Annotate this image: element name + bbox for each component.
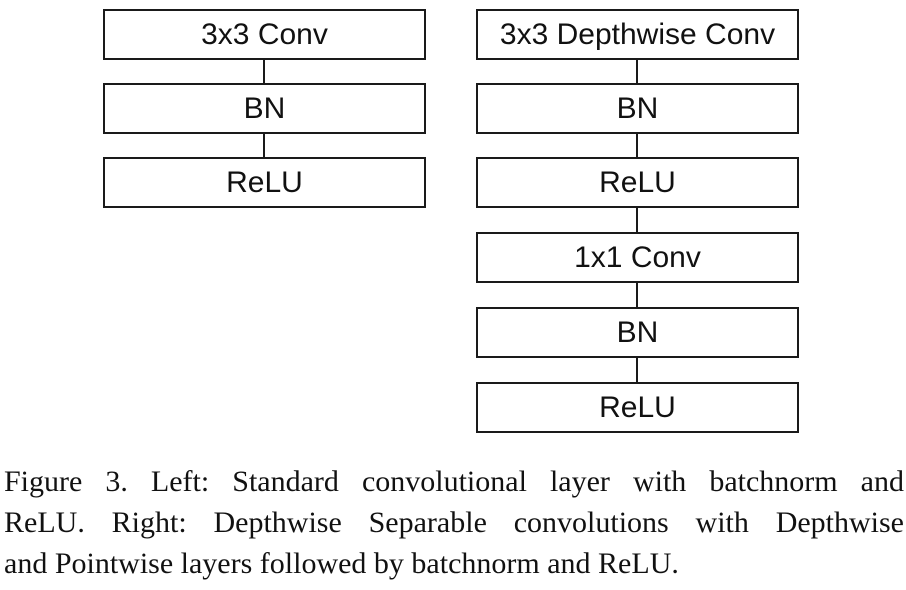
right-connector-5 xyxy=(636,357,638,383)
right-connector-1 xyxy=(636,59,638,84)
left-connector-2 xyxy=(263,133,265,158)
right-connector-2 xyxy=(636,133,638,158)
caption-line-3: and Pointwise layers followed by batchno… xyxy=(4,547,679,580)
right-pointwise-conv-block: 1x1 Conv xyxy=(476,232,799,283)
caption-line-2: ReLU. Right: Depthwise Separable convolu… xyxy=(4,506,904,539)
right-relu-block-1: ReLU xyxy=(476,157,799,208)
right-connector-3 xyxy=(636,207,638,233)
right-depthwise-conv-block: 3x3 Depthwise Conv xyxy=(476,9,799,60)
left-conv-block: 3x3 Conv xyxy=(103,9,426,60)
right-bn-block-1: BN xyxy=(476,83,799,134)
left-connector-1 xyxy=(263,59,265,84)
caption-line-1: Figure 3. Left: Standard convolutional l… xyxy=(4,465,904,498)
figure-caption: Figure 3. Left: Standard convolutional l… xyxy=(4,461,904,584)
right-bn-block-2: BN xyxy=(476,307,799,358)
right-connector-4 xyxy=(636,282,638,308)
left-relu-block: ReLU xyxy=(103,157,426,208)
left-bn-block: BN xyxy=(103,83,426,134)
right-relu-block-2: ReLU xyxy=(476,382,799,433)
